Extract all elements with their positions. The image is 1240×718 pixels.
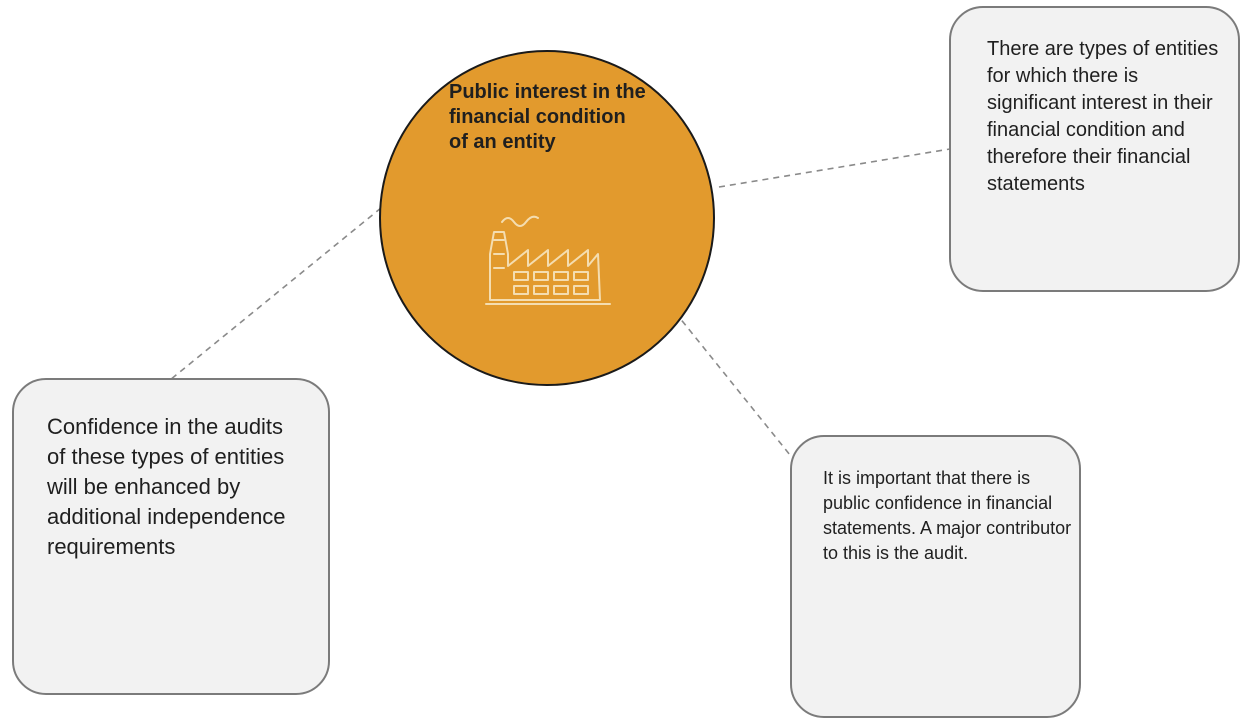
note-box-audit-confidence: Confidence in the audits of these types …	[12, 378, 330, 695]
note-text-significant-interest: There are types of entities for which th…	[987, 38, 1219, 195]
factory-icon	[485, 215, 611, 305]
note-box-public-confidence: It is important that there is public con…	[790, 435, 1081, 718]
note-box-significant-interest: There are types of entities for which th…	[949, 6, 1240, 292]
central-topic-circle	[379, 50, 715, 386]
note-text-public-confidence: It is important that there is public con…	[823, 468, 1072, 563]
connector-to-left-box	[169, 207, 382, 381]
central-topic-title: Public interest in the financial conditi…	[449, 81, 646, 153]
connector-to-bottom-right-box	[674, 311, 791, 456]
note-text-audit-confidence: Confidence in the audits of these types …	[47, 414, 286, 559]
connector-to-top-right-box	[718, 148, 951, 188]
